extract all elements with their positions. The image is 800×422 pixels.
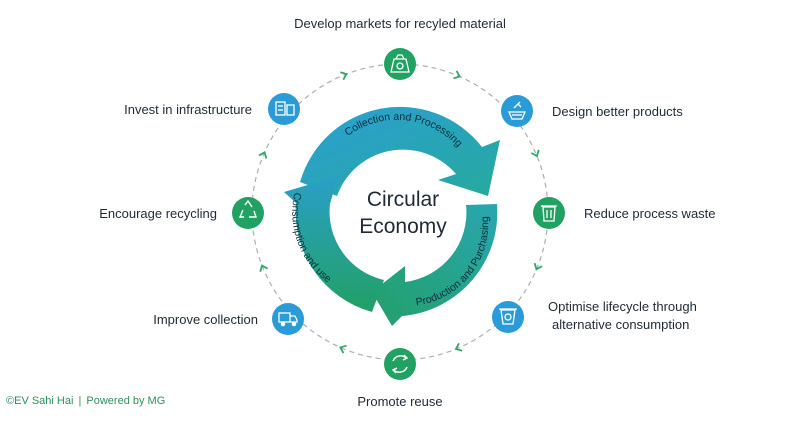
node-circle xyxy=(232,197,264,229)
ring-chevron xyxy=(258,151,268,159)
node-label-line2: alternative consumption xyxy=(552,317,689,332)
footer-separator: | xyxy=(78,395,82,407)
design-product-icon xyxy=(508,101,526,120)
footer-credit: ©EV Sahi Hai | Powered by MG xyxy=(6,395,165,407)
recycle-symbol-icon xyxy=(238,199,257,218)
node-circle xyxy=(533,197,565,229)
center-title-line2: Economy xyxy=(359,215,447,238)
node-label: Improve collection xyxy=(153,312,258,327)
node-design-products: Design better products xyxy=(501,95,683,127)
node-label: Invest in infrastructure xyxy=(124,102,252,117)
node-label: Reduce process waste xyxy=(584,206,716,221)
node-label: Promote reuse xyxy=(357,394,442,409)
ring-chevron xyxy=(453,70,461,80)
ring-chevron xyxy=(340,71,348,81)
center-title-line1: Circular xyxy=(367,188,439,211)
recycle-bin-icon xyxy=(499,308,517,325)
garbage-truck-icon xyxy=(278,312,298,327)
node-circle xyxy=(272,303,304,335)
node-circle xyxy=(384,348,416,380)
ring-direction-chevrons xyxy=(258,70,543,354)
node-label-line1: Optimise lifecycle through xyxy=(548,299,697,314)
node-circle xyxy=(501,95,533,127)
node-optimise-lifecycle: Optimise lifecycle through alternative c… xyxy=(492,299,697,333)
credit-text: ©EV Sahi Hai xyxy=(6,395,74,407)
node-encourage-recycling: Encourage recycling xyxy=(99,197,264,229)
node-develop-markets: Develop markets for recyled material xyxy=(294,16,506,80)
reuse-arrows-icon xyxy=(391,354,409,374)
node-label: Encourage recycling xyxy=(99,206,217,221)
node-promote-reuse: Promote reuse xyxy=(357,348,443,409)
node-reduce-waste: Reduce process waste xyxy=(533,197,716,229)
ring-chevron xyxy=(259,264,269,272)
node-label: Design better products xyxy=(552,104,683,119)
node-circle xyxy=(268,93,300,125)
arc-production-purchasing xyxy=(372,204,498,326)
node-circle xyxy=(492,301,524,333)
ring-chevron xyxy=(533,262,543,271)
ring-chevron xyxy=(339,344,347,354)
node-circle xyxy=(384,48,416,80)
arc-consumption-use xyxy=(284,176,384,312)
ring-chevron xyxy=(530,149,540,158)
ring-chevron xyxy=(454,342,463,352)
node-label: Develop markets for recyled material xyxy=(294,16,506,31)
node-invest-infrastructure: Invest in infrastructure xyxy=(124,93,300,125)
trash-bin-icon xyxy=(541,205,557,222)
powered-by-text: Powered by MG xyxy=(86,395,166,407)
node-improve-collection: Improve collection xyxy=(153,303,304,335)
central-cycle-arrows xyxy=(284,106,500,326)
infrastructure-icon xyxy=(275,101,295,116)
arc-collection-processing xyxy=(300,106,500,196)
recycle-bag-icon xyxy=(390,54,410,73)
